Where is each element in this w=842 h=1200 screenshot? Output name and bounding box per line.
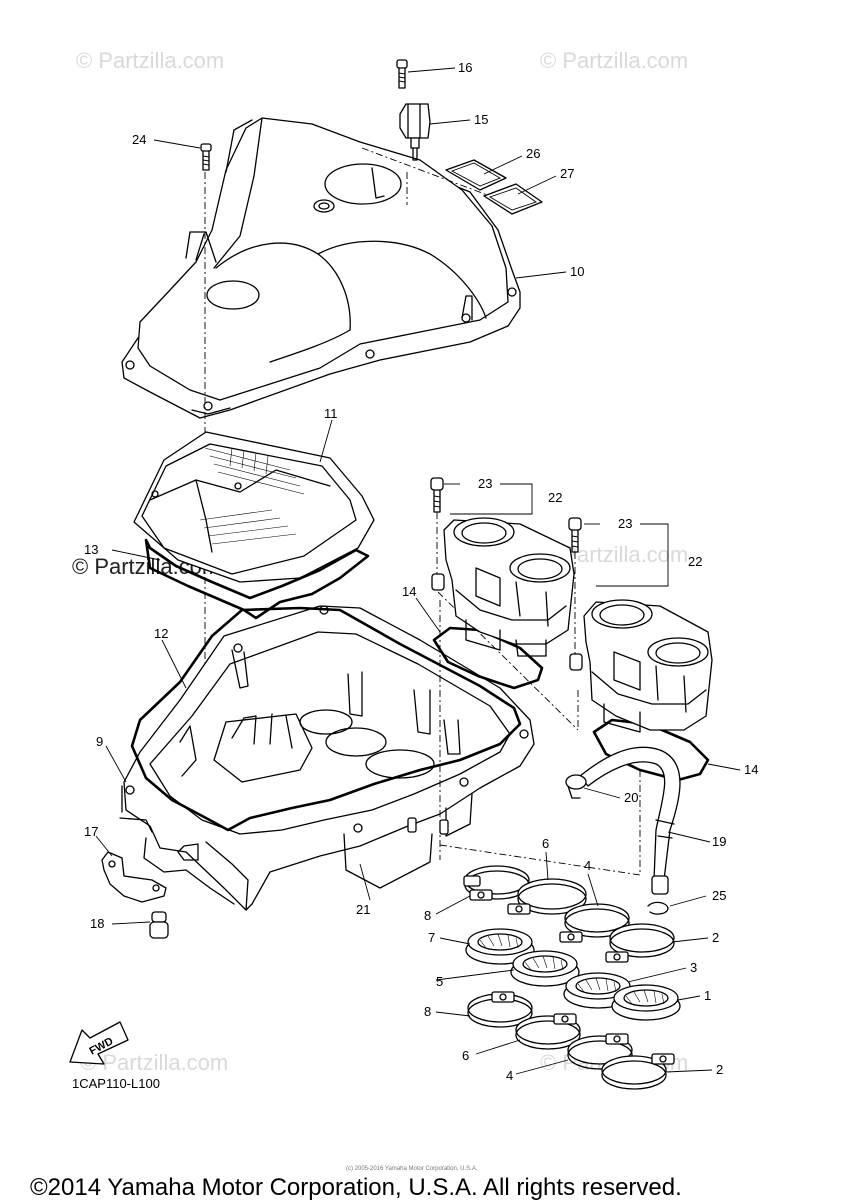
part-clamp-6-upper xyxy=(463,865,530,900)
part-seal-13 xyxy=(144,538,370,620)
part-clamp-6-upper-b xyxy=(507,878,587,915)
callout-7: 7 xyxy=(428,930,435,945)
callout-8-upper: 8 xyxy=(424,908,431,923)
part-joint-1 xyxy=(611,984,681,1021)
diagram-reference: 1CAP110-L100 xyxy=(72,1076,160,1091)
callout-26: 26 xyxy=(526,146,540,161)
callout-18: 18 xyxy=(90,916,104,931)
callout-25: 25 xyxy=(712,888,726,903)
callout-17: 17 xyxy=(84,824,98,839)
part-screw-24 xyxy=(200,143,212,171)
part-clamp-8-upper xyxy=(469,889,493,901)
assembly-lines-throttle xyxy=(439,600,641,876)
callout-22-left: 22 xyxy=(548,490,562,505)
fine-print: (c) 2005-2016 Yamaha Motor Corporation, … xyxy=(346,1166,478,1172)
part-clip-25 xyxy=(647,901,669,915)
callout-27: 27 xyxy=(560,166,574,181)
callout-4-upper: 4 xyxy=(584,858,591,873)
part-bracket-17 xyxy=(101,851,167,903)
part-air-filter-cover xyxy=(121,117,521,419)
part-label-27 xyxy=(483,183,543,215)
part-label-26 xyxy=(445,159,507,191)
part-damper-18 xyxy=(149,911,169,939)
callout-24: 24 xyxy=(132,132,146,147)
callout-5: 5 xyxy=(436,974,443,989)
callout-19: 19 xyxy=(712,834,726,849)
part-clamp-2-lower xyxy=(601,1053,675,1090)
watermark-bottom-left: © Partzilla.com xyxy=(80,1050,228,1075)
callout-11: 11 xyxy=(324,406,338,421)
callout-20: 20 xyxy=(624,790,638,805)
callout-23-right: 23 xyxy=(618,516,632,531)
callout-2-upper: 2 xyxy=(712,930,719,945)
callout-3: 3 xyxy=(690,960,697,975)
callout-2-lower: 2 xyxy=(716,1062,723,1077)
callout-8-lower: 8 xyxy=(424,1004,431,1019)
part-gasket-12 xyxy=(130,606,522,832)
part-air-filter-element xyxy=(133,431,375,583)
callout-16: 16 xyxy=(458,60,472,75)
callout-10: 10 xyxy=(570,264,584,279)
leader-lines xyxy=(95,67,741,1075)
callout-6-lower: 6 xyxy=(462,1048,469,1063)
callout-labels: 16 15 26 27 10 24 11 13 12 9 14 14 23 22… xyxy=(84,60,758,1083)
part-joint-22-right xyxy=(569,599,713,733)
watermark-top-right: © Partzilla.com xyxy=(540,48,688,73)
callout-13: 13 xyxy=(84,542,98,557)
watermark-top-left: © Partzilla.com xyxy=(76,48,224,73)
part-sensor-15 xyxy=(399,103,431,161)
copyright-notice: ©2014 Yamaha Motor Corporation, U.S.A. A… xyxy=(30,1174,682,1200)
callout-14-right: 14 xyxy=(744,762,758,777)
part-clamp-4-upper xyxy=(559,903,630,943)
callout-9: 9 xyxy=(96,734,103,749)
part-screw-23-left xyxy=(430,477,444,574)
part-joint-5 xyxy=(510,950,580,987)
part-clamp-20 xyxy=(565,774,587,799)
part-joint-22-left xyxy=(431,517,575,657)
callout-6-upper: 6 xyxy=(542,836,549,851)
callout-21: 21 xyxy=(356,902,370,917)
part-screw-16 xyxy=(396,59,408,89)
callout-23-left: 23 xyxy=(478,476,492,491)
part-screw-23-right xyxy=(568,517,582,654)
callout-12: 12 xyxy=(154,626,168,641)
callout-14-left: 14 xyxy=(402,584,416,599)
callout-22-right: 22 xyxy=(688,554,702,569)
callout-1: 1 xyxy=(704,988,711,1003)
callout-15: 15 xyxy=(474,112,488,127)
part-air-filter-case xyxy=(119,605,535,911)
part-clamp-4-lower xyxy=(567,1033,633,1070)
part-clamp-2-upper xyxy=(605,923,675,963)
part-hose-19 xyxy=(579,746,681,895)
part-clamp-6-lower xyxy=(515,1013,581,1050)
callout-4-lower: 4 xyxy=(506,1068,513,1083)
part-gasket-14-left xyxy=(432,626,544,690)
part-clamp-8-lower xyxy=(467,991,533,1028)
